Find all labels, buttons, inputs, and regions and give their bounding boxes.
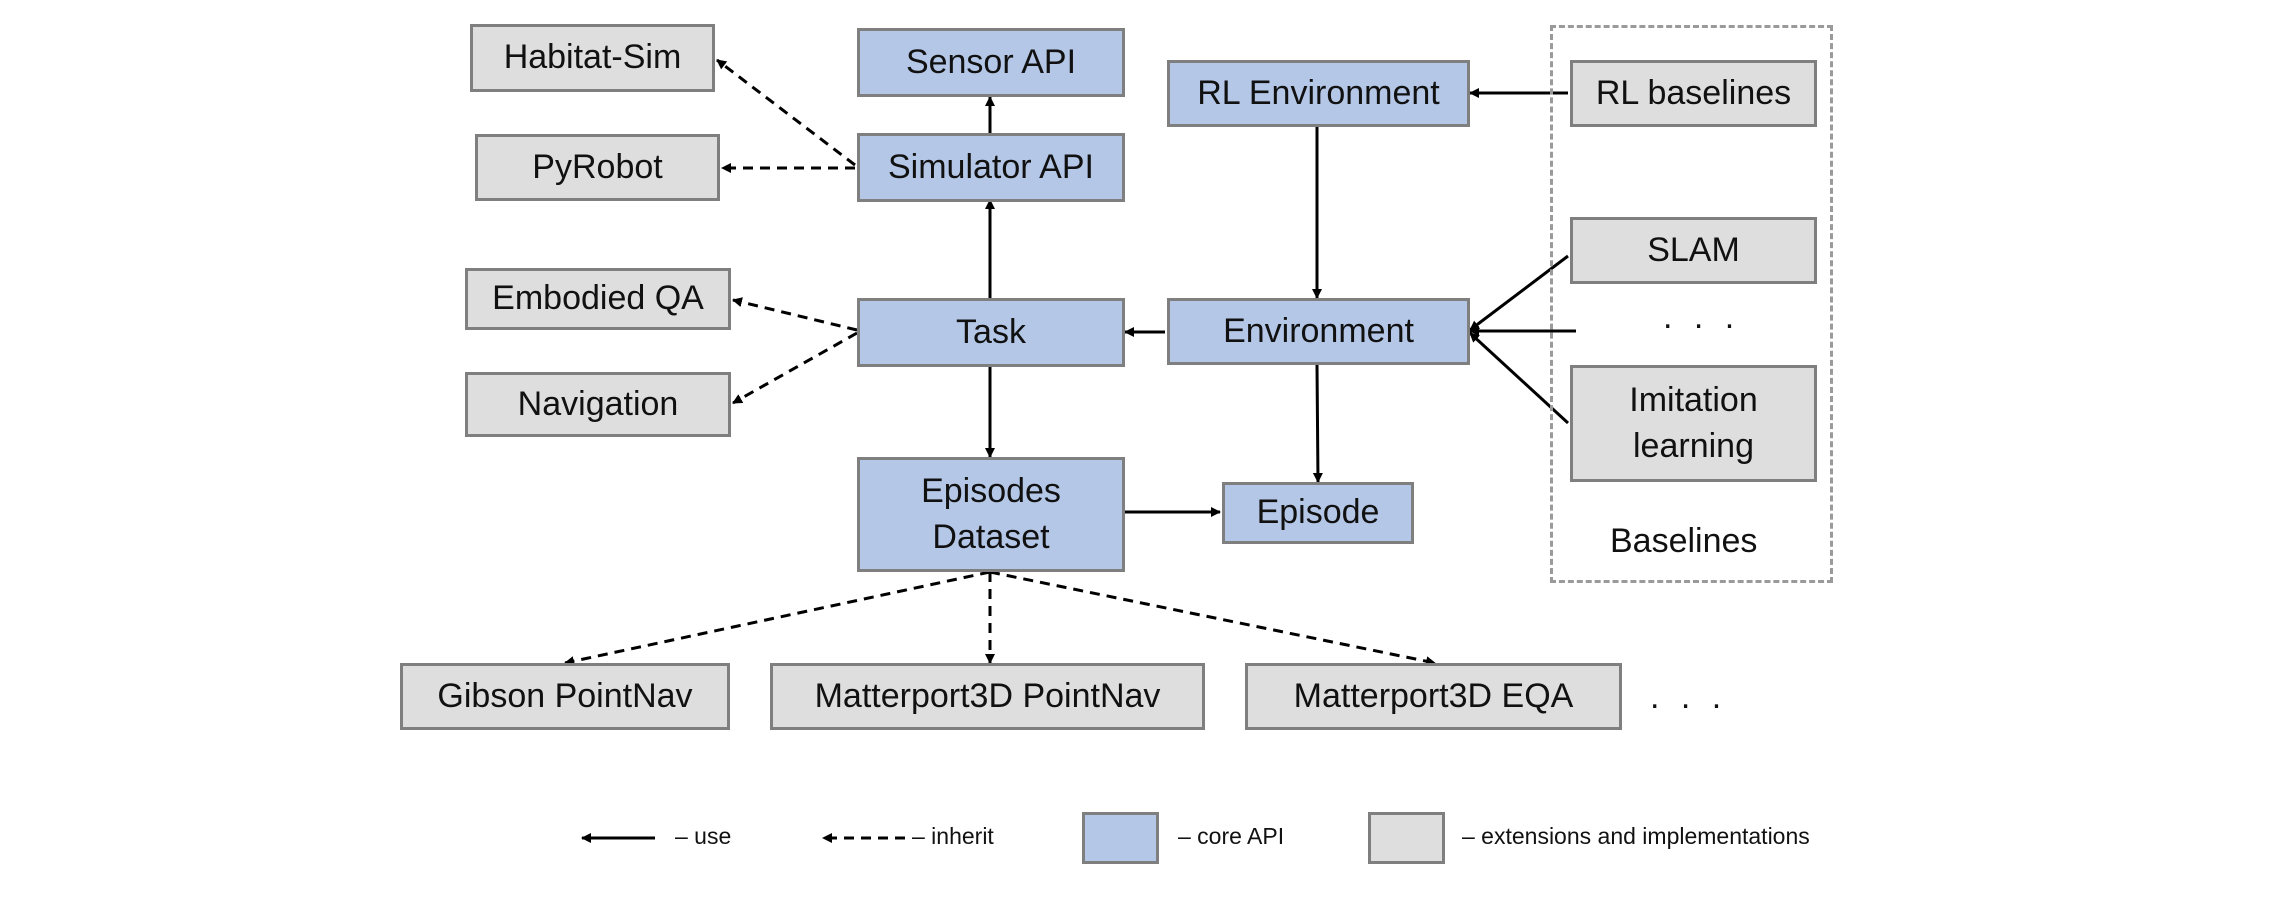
inherit-dataset-to-gibson [564,570,991,667]
rl-environment-box: RL Environment [1167,60,1470,127]
environment-label: Environment [1223,311,1414,350]
embodied-qa-box: Embodied QA [465,268,731,330]
inherit-simulator-to-habitat [716,58,856,167]
episode-label: Episode [1256,493,1380,532]
episode-box: Episode [1222,482,1414,544]
navigation-box: Navigation [465,372,731,437]
matterport-pointnav-label: Matterport3D PointNav [814,676,1161,715]
habitat-sim-label: Habitat-Sim [503,38,682,77]
legend-core-label: – core API [1178,823,1285,849]
inherit-dataset-to-mp3d-eqa [989,570,1436,667]
imitation-learning-label: Imitation learning [1629,380,1758,465]
legend-ext-swatch [1368,812,1445,864]
episodes-dataset-box: Episodes Dataset [857,457,1125,572]
matterport-eqa-label: Matterport3D EQA [1293,676,1574,715]
legend-ext-label: – extensions and implementations [1462,823,1810,849]
sensor-api-box: Sensor API [857,28,1125,97]
rl-environment-label: RL Environment [1197,73,1440,112]
baselines-group-label: Baselines [1610,522,1758,560]
embodied-qa-label: Embodied QA [492,279,704,318]
inherit-task-to-navigation [732,331,858,405]
environment-box: Environment [1167,298,1470,365]
episodes-dataset-label: Episodes Dataset [921,471,1061,556]
legend-core-swatch [1082,812,1159,864]
baselines-group-frame [1550,25,1833,583]
matterport-pointnav-box: Matterport3D PointNav [770,663,1205,730]
task-label: Task [956,312,1026,351]
navigation-label: Navigation [517,384,679,423]
baselines-ellipsis: . . . [1663,298,1741,336]
gibson-pointnav-label: Gibson PointNav [437,676,693,715]
inherit-task-to-embodiedqa [732,297,858,332]
habitat-sim-box: Habitat-Sim [470,24,715,92]
slam-label: SLAM [1647,230,1740,269]
sensor-api-label: Sensor API [905,42,1077,81]
pyrobot-box: PyRobot [475,134,720,201]
simulator-api-box: Simulator API [857,133,1125,202]
slam-box: SLAM [1570,217,1817,284]
rl-baselines-box: RL baselines [1570,60,1817,127]
simulator-api-label: Simulator API [888,147,1094,186]
rl-baselines-label: RL baselines [1595,73,1792,112]
arrow-environment-to-episode [1312,364,1323,483]
matterport-eqa-box: Matterport3D EQA [1245,663,1622,730]
datasets-ellipsis: . . . [1650,678,1728,716]
legend-inherit-label: – inherit [912,823,994,849]
pyrobot-label: PyRobot [532,147,663,186]
task-box: Task [857,298,1125,367]
imitation-learning-box: Imitation learning [1570,365,1817,482]
gibson-pointnav-box: Gibson PointNav [400,663,730,730]
legend-use-label: – use [675,823,732,849]
